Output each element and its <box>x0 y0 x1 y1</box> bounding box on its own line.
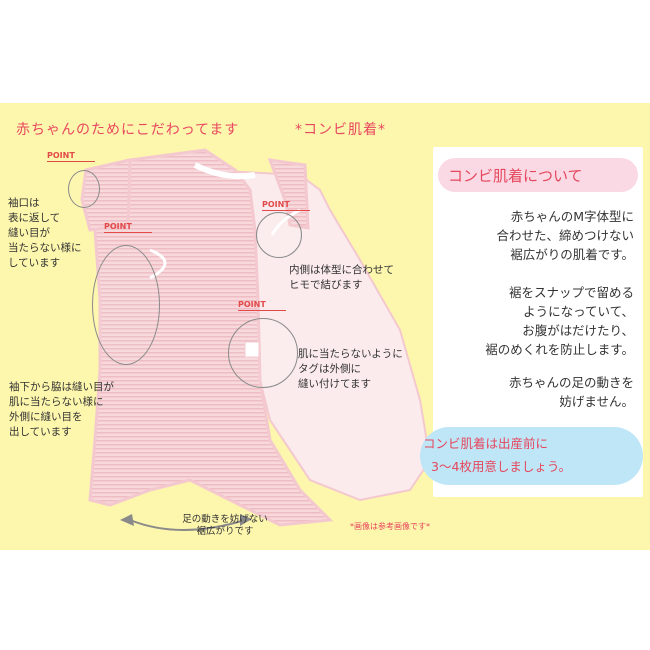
point-marker-tag: POINT <box>238 300 286 311</box>
info-highlight-line-1: コンビ肌着は出産前に <box>423 436 549 451</box>
point-underline <box>262 210 310 211</box>
note-seam: 袖下から脇は縫い目が 肌に当たらない様に 外側に縫い目を 出しています <box>9 381 114 438</box>
info-title-pill: コンビ肌着について <box>438 158 638 192</box>
garment-collar <box>193 162 256 180</box>
point-circle-tie <box>256 212 302 258</box>
info-title: コンビ肌着について <box>448 167 583 185</box>
info-highlight-line-2: 3〜4枚用意しましょう。 <box>431 459 572 474</box>
note-tag: 肌に当たらないように タグは外側に 縫い付けてます <box>298 348 403 390</box>
point-underline <box>238 310 286 311</box>
info-highlight <box>420 427 643 485</box>
note-hem: 足の動きを妨げない 裾広がりです <box>182 514 268 537</box>
point-underline <box>47 161 95 162</box>
point-label: POINT <box>262 200 290 209</box>
point-circle-tag <box>228 318 298 388</box>
point-label: POINT <box>104 222 132 231</box>
info-paragraph-3: 赤ちゃんの足の動きを 妨げません。 <box>508 375 634 409</box>
reference-image-note: *画像は参考画像です* <box>350 522 430 531</box>
point-marker-tie: POINT <box>262 200 310 211</box>
point-underline <box>104 232 152 233</box>
info-paragraph-1: 赤ちゃんのM字体型に 合わせた、締めつけない 裾広がりの肌着です。 <box>496 209 634 262</box>
point-label: POINT <box>47 151 75 160</box>
product-title: *コンビ肌着* <box>295 122 386 138</box>
hem-arrow-head-right <box>240 514 252 526</box>
hem-arrow <box>129 519 246 531</box>
point-label: POINT <box>238 300 266 309</box>
point-marker-seam: POINT <box>104 222 152 233</box>
note-tie: 内側は体型に合わせて ヒモで結びます <box>289 264 394 291</box>
hem-arrow-head-left <box>120 514 134 526</box>
note-cuff: 袖口は 表に返して 縫い目が 当たらない様に しています <box>8 197 82 269</box>
point-marker-cuff: POINT <box>47 151 95 162</box>
info-paragraph-2: 裾をスナップで留める ようになっていて、 お腹がはだけたり、 裾のめくれを防止し… <box>485 285 634 357</box>
point-circle-cuff <box>68 170 100 208</box>
point-circle-seam <box>92 245 160 365</box>
page-title: 赤ちゃんのためにこだわってます <box>16 122 240 138</box>
